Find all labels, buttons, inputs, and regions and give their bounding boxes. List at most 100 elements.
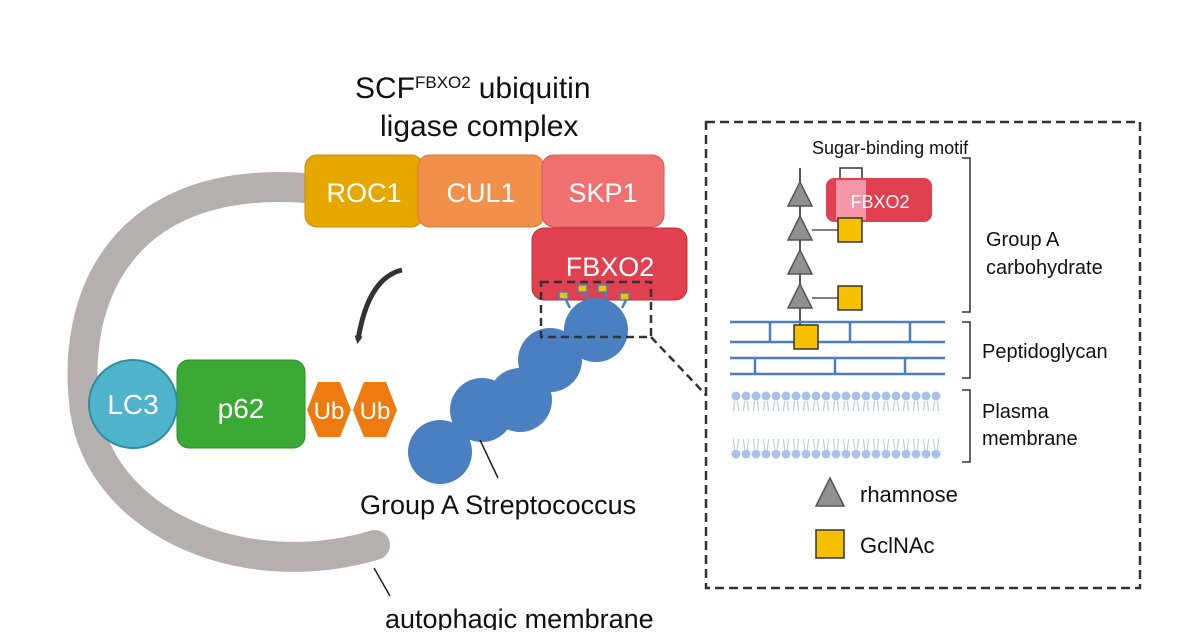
lipid-tail <box>733 400 739 412</box>
peptidoglycan-bracket <box>962 321 971 379</box>
lipid-head <box>931 449 941 459</box>
lipid-head <box>761 391 771 401</box>
lipid-tail <box>733 438 739 450</box>
lipid-head <box>911 449 921 459</box>
lipid-head <box>771 391 781 401</box>
svg-text:SKP1: SKP1 <box>568 178 637 208</box>
peptidoglycan-glcnac <box>793 324 819 350</box>
plasma-membrane-label-line1: Plasma <box>982 401 1050 423</box>
lipid-head <box>841 449 851 459</box>
svg-text:Ub: Ub <box>360 398 391 425</box>
lipid-head <box>881 449 891 459</box>
roc1-subunit: ROC1 <box>304 154 424 228</box>
lipid-tail <box>813 438 819 450</box>
lipid-head <box>851 449 861 459</box>
lipid-head <box>931 391 941 401</box>
p62-protein: p62 <box>176 359 306 449</box>
ubiquitin-chain: Ub Ub <box>307 382 397 437</box>
lipid-head <box>781 449 791 459</box>
lipid-head <box>861 391 871 401</box>
inset-fbxo2: FBXO2 <box>826 178 932 222</box>
lipid-head <box>751 449 761 459</box>
lipid-tail <box>903 400 909 412</box>
lipid-head <box>831 449 841 459</box>
sugar-binding-motif-label: Sugar-binding motif <box>812 138 969 158</box>
svg-text:CUL1: CUL1 <box>446 178 515 208</box>
peptidoglycan-label: Peptidoglycan <box>982 341 1108 363</box>
lipid-tail <box>933 438 939 450</box>
lipid-tail <box>753 400 759 412</box>
lipid-tail <box>863 400 869 412</box>
carbohydrate-label-line1: Group A <box>986 229 1060 251</box>
lipid-tail <box>743 400 749 412</box>
lipid-head <box>801 391 811 401</box>
lipid-tail <box>833 438 839 450</box>
lipid-head <box>821 449 831 459</box>
lipid-tail <box>853 438 859 450</box>
lipid-head <box>801 449 811 459</box>
lipid-tail <box>873 400 879 412</box>
complex-title-line2: ligase complex <box>380 110 578 143</box>
lipid-tail <box>803 400 809 412</box>
lipid-tail <box>883 438 889 450</box>
lipid-tail <box>933 400 939 412</box>
skp1-subunit: SKP1 <box>541 154 665 228</box>
zoom-connector <box>650 336 707 396</box>
lipid-tail <box>913 400 919 412</box>
lipid-tail <box>883 400 889 412</box>
motif-bracket <box>839 167 863 178</box>
svg-text:p62: p62 <box>218 393 265 424</box>
lipid-head <box>791 449 801 459</box>
lipid-tail <box>783 438 789 450</box>
lipid-head <box>921 449 931 459</box>
lipid-tail <box>853 400 859 412</box>
fbxo2-subunit: FBXO2 <box>531 227 688 301</box>
lipid-head <box>921 391 931 401</box>
lipid-head <box>861 449 871 459</box>
svg-text:ROC1: ROC1 <box>326 178 401 208</box>
lipid-tail <box>903 438 909 450</box>
lipid-head <box>871 449 881 459</box>
lipid-tail <box>743 438 749 450</box>
svg-text:GclNAc: GclNAc <box>860 533 935 558</box>
glcnac-square-icon <box>815 529 845 559</box>
lipid-tail <box>873 438 879 450</box>
plasma-membrane-label-line2: membrane <box>982 428 1078 450</box>
lipid-head <box>891 391 901 401</box>
lipid-tail <box>773 438 779 450</box>
lipid-head <box>731 449 741 459</box>
lipid-head <box>811 449 821 459</box>
lc3-protein: LC3 <box>88 359 178 449</box>
lipid-head <box>811 391 821 401</box>
lipid-tail <box>793 400 799 412</box>
legend-glcnac: GclNAc <box>815 529 935 559</box>
lipid-tail <box>893 438 899 450</box>
lipid-head <box>891 449 901 459</box>
bacterium-pointer-line <box>479 439 499 479</box>
autophagic-membrane-arc <box>67 172 390 572</box>
surface-sugar-marks <box>558 284 630 309</box>
lipid-head <box>881 391 891 401</box>
peptidoglycan-layer <box>730 320 945 376</box>
lipid-tail <box>793 438 799 450</box>
svg-text:FBXO2: FBXO2 <box>566 252 655 282</box>
lipid-tail <box>833 400 839 412</box>
membrane-pointer-line <box>373 567 391 597</box>
svg-text:rhamnose: rhamnose <box>860 482 958 507</box>
lipid-head <box>901 391 911 401</box>
lipid-head <box>731 391 741 401</box>
lipid-head <box>851 391 861 401</box>
plasma-membrane-bilayer <box>731 391 941 459</box>
rhamnose-chain <box>786 180 814 309</box>
lipid-tail <box>773 400 779 412</box>
lipid-head <box>871 391 881 401</box>
cul1-subunit: CUL1 <box>417 154 545 228</box>
lipid-head <box>841 391 851 401</box>
lipid-head <box>901 449 911 459</box>
lipid-head <box>791 391 801 401</box>
lipid-tail <box>913 438 919 450</box>
lipid-tail <box>783 400 789 412</box>
lipid-tail <box>923 400 929 412</box>
lipid-tail <box>823 400 829 412</box>
